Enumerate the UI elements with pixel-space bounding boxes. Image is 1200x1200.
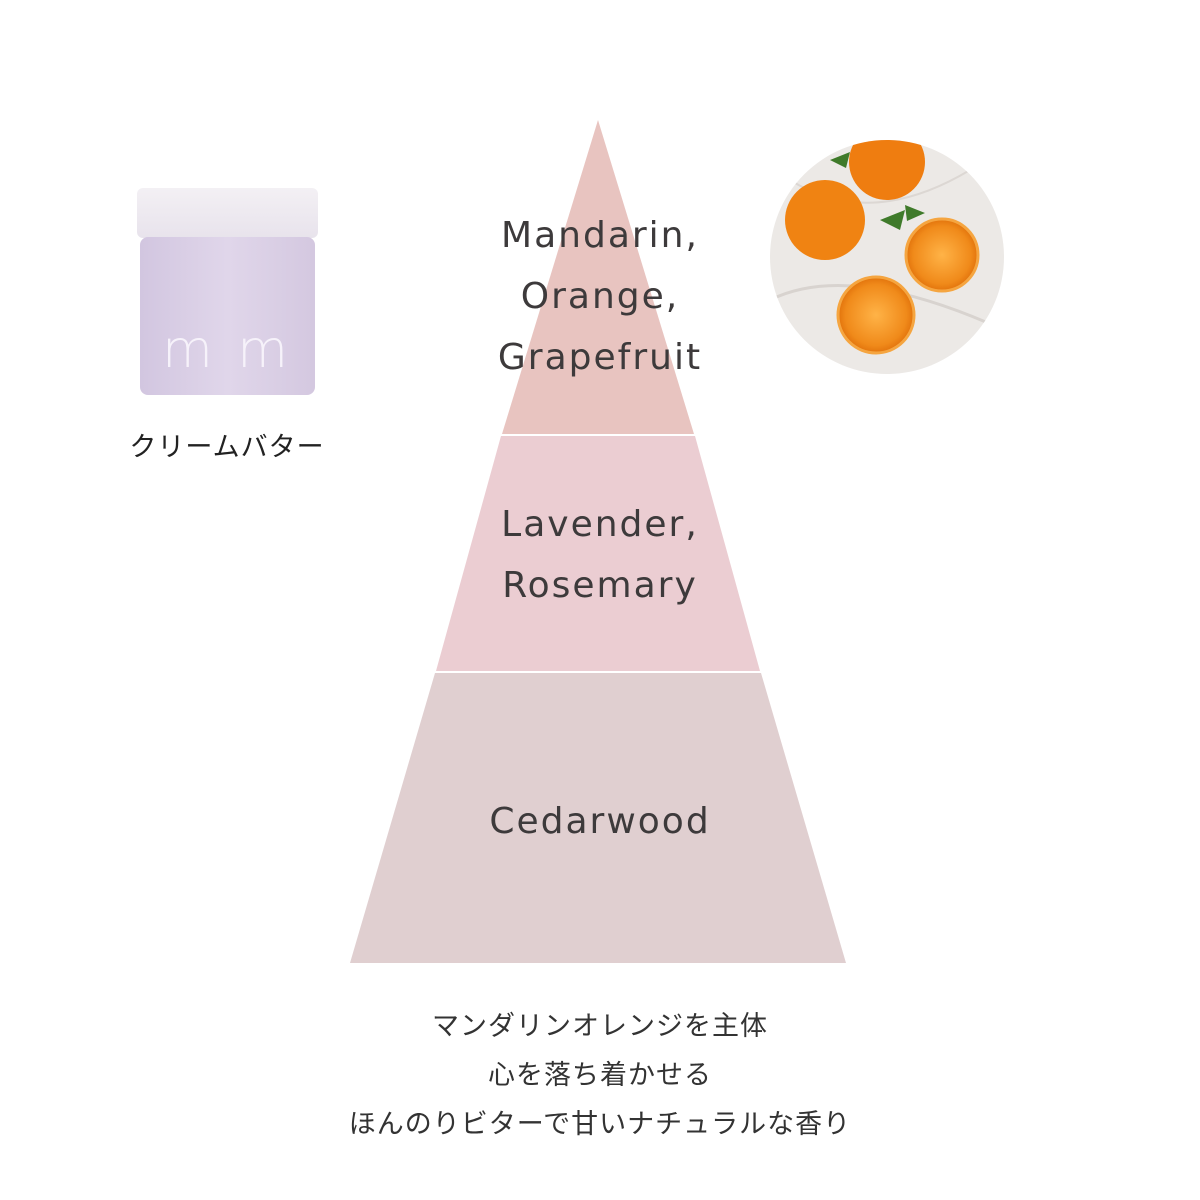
- description-line: ほんのりビターで甘いナチュラルな香り: [348, 1109, 852, 1140]
- description-line: マンダリンオレンジを主体: [432, 1011, 768, 1042]
- base-note-tier: [350, 673, 846, 963]
- jar-logo: m m: [162, 320, 292, 380]
- description-line: 心を落ち着かせる: [488, 1060, 712, 1091]
- top-note-line: Grapefruit: [497, 337, 703, 378]
- product-name: クリームバター: [129, 432, 325, 463]
- middle-note-tier: [436, 436, 760, 671]
- base-note-line: Cedarwood: [489, 801, 711, 842]
- base-notes-label: Cedarwood: [0, 791, 1200, 852]
- top-note-line: Mandarin,: [501, 215, 699, 256]
- top-note-line: Orange,: [520, 276, 680, 317]
- mandarin-photo: [770, 140, 1004, 374]
- top-note-tier: [502, 120, 694, 434]
- fragrance-description: マンダリンオレンジを主体 心を落ち着かせる ほんのりビターで甘いナチュラルな香り: [0, 1002, 1200, 1149]
- product-jar-image: m m: [137, 188, 318, 395]
- middle-note-line: Lavender,: [501, 504, 699, 545]
- top-notes-label: Mandarin, Orange, Grapefruit: [0, 205, 1200, 388]
- middle-notes-label: Lavender, Rosemary: [0, 494, 1200, 616]
- middle-note-line: Rosemary: [502, 565, 698, 606]
